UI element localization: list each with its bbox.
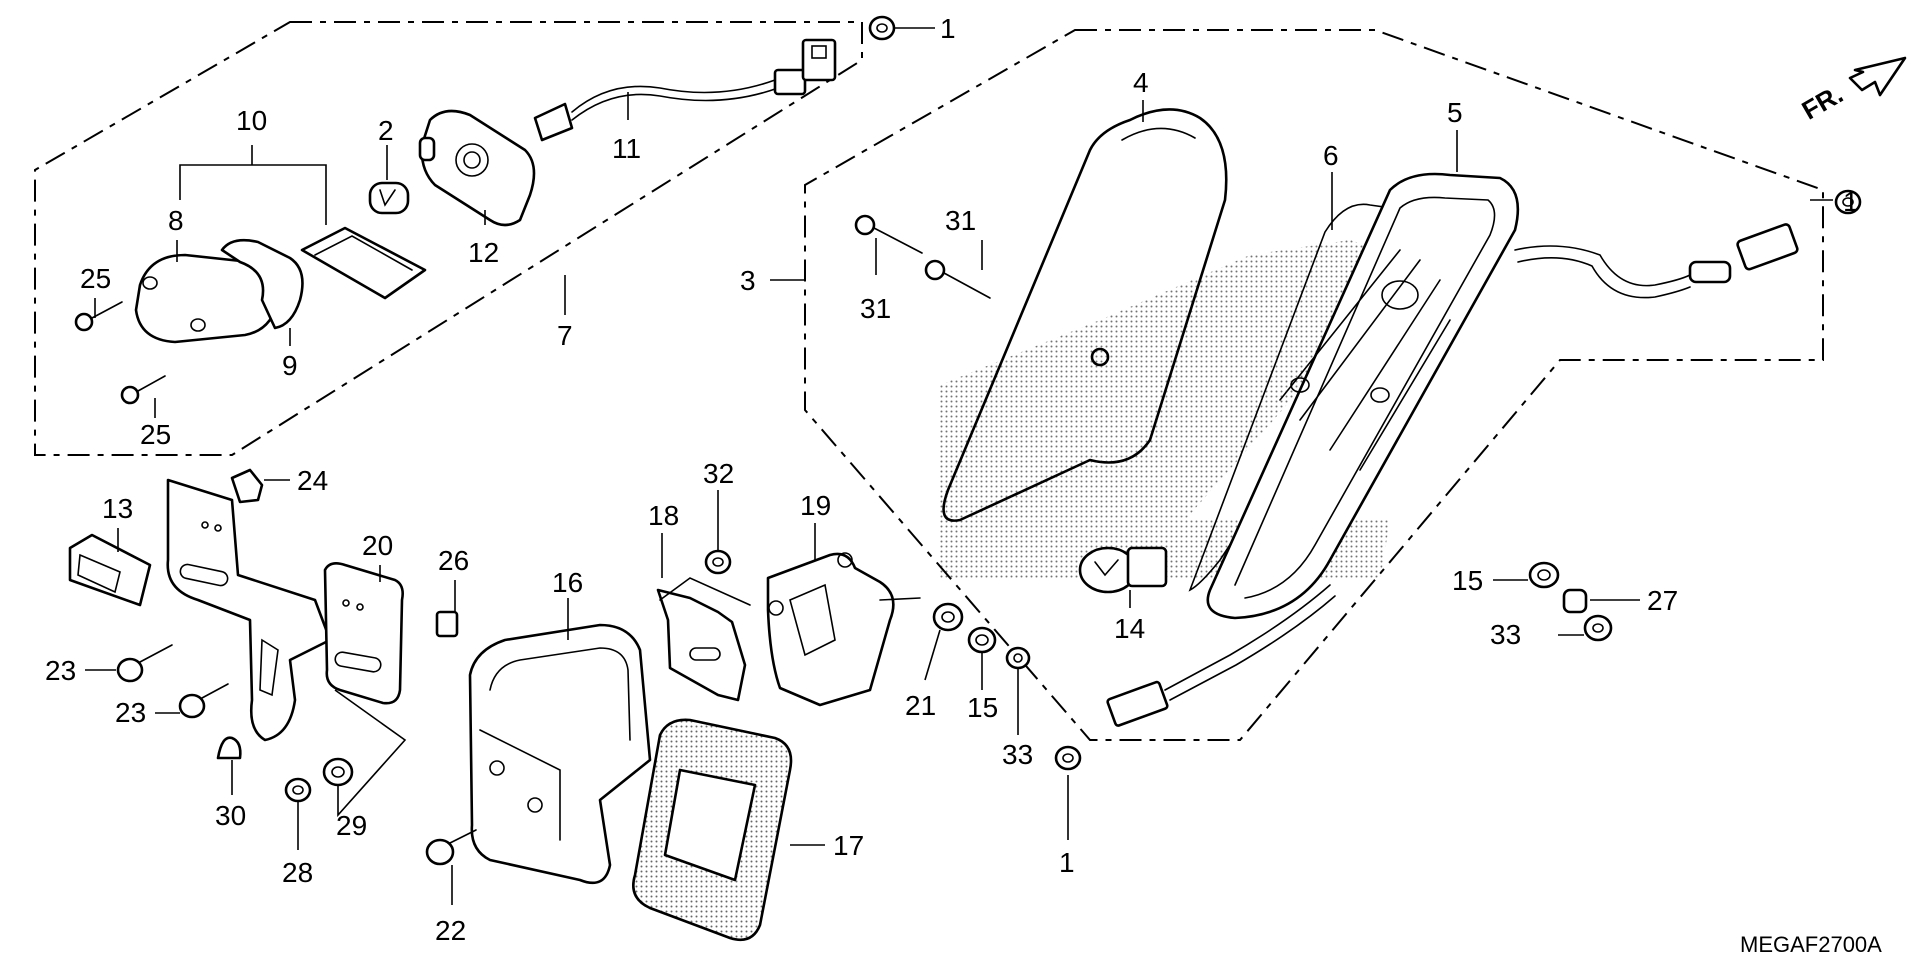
side-reflector-part-13: [68, 533, 152, 607]
nut-part-27: [1562, 588, 1588, 614]
collar-part-15-right: [1528, 561, 1560, 589]
bolt-part-23-lower: [178, 683, 229, 719]
callout-7: 7: [557, 320, 573, 351]
grommet-part-1-top: [868, 15, 896, 41]
callout-1: 1: [1059, 847, 1075, 878]
callout-33: 33: [1490, 619, 1521, 650]
callout-25: 25: [140, 419, 171, 450]
front-direction-indicator: FR.: [1797, 56, 1907, 126]
callout-19: 19: [800, 490, 831, 521]
callout-15: 15: [967, 692, 998, 723]
callout-25: 25: [80, 263, 111, 294]
license-light-harness-part-11: [533, 38, 837, 142]
grommet-part-1-right: [1834, 189, 1862, 215]
callout-23: 23: [115, 697, 146, 728]
tail-light-assembly-boundary: [804, 29, 1824, 741]
bolt-part-22: [425, 829, 477, 866]
callout-26: 26: [438, 545, 469, 576]
callout-28: 28: [282, 857, 313, 888]
grommet-part-1-bottom: [1054, 745, 1082, 771]
callout-3: 3: [740, 265, 756, 296]
callout-1: 1: [1843, 186, 1859, 217]
diagram-part-code: MEGAF2700A: [1740, 932, 1882, 957]
callout-18: 18: [648, 500, 679, 531]
rivet-part-30: [216, 736, 242, 760]
callout-31: 31: [945, 205, 976, 236]
socket-housing-part-12: [418, 109, 536, 227]
reflector-plate: [300, 226, 427, 300]
nut-part-24: [230, 468, 264, 504]
leader-lines: [85, 27, 1833, 905]
callout-13: 13: [102, 493, 133, 524]
clip-nut-part-26: [435, 610, 459, 638]
stay-part-19: [766, 552, 921, 707]
callout-32: 32: [703, 458, 734, 489]
callout-8: 8: [168, 205, 184, 236]
nut-part-33-right: [1583, 614, 1613, 642]
callout-21: 21: [905, 690, 936, 721]
collar-part-28: [284, 777, 312, 803]
callout-20: 20: [362, 530, 393, 561]
tail-light-wire: [1106, 223, 1799, 727]
callout-14: 14: [1114, 613, 1145, 644]
stay-part-18: [656, 577, 751, 702]
front-arrow-icon: [1848, 56, 1907, 97]
screw-part-25-lower: [120, 375, 166, 405]
license-plate-bracket-part-20: [323, 562, 404, 705]
callout-10: 10: [236, 105, 267, 136]
license-bulb-part-2: [368, 181, 410, 215]
collar-part-32: [704, 549, 732, 575]
license-bracket-plate: [166, 478, 332, 742]
callout-16: 16: [552, 567, 583, 598]
license-light-assembly-boundary: [34, 21, 863, 456]
callout-30: 30: [215, 800, 246, 831]
lens-gasket-part-9: [220, 238, 304, 330]
callout-5: 5: [1447, 97, 1463, 128]
callout-9: 9: [282, 350, 298, 381]
direction-label: FR.: [1797, 79, 1848, 126]
screw-part-25-upper: [74, 301, 123, 332]
callout-17: 17: [833, 830, 864, 861]
collar-part-21: [932, 602, 964, 632]
callout-31: 31: [860, 293, 891, 324]
callout-11: 11: [612, 133, 641, 164]
callout-33: 33: [1002, 739, 1033, 770]
tail-light-housing-part-5: [1206, 172, 1520, 620]
callout-15: 15: [1452, 565, 1483, 596]
fender-seal-part-17: [632, 718, 793, 942]
callout-6: 6: [1323, 140, 1339, 171]
callout-labels: 1 2 7 8 9 10 11 12 25 25 3 4 5 6 31 31 1…: [45, 13, 1859, 946]
rear-fender-cover-part-16: [468, 623, 652, 885]
callout-1: 1: [940, 13, 956, 44]
callout-23: 23: [45, 655, 76, 686]
nut-part-33-middle: [1005, 646, 1031, 670]
screw-part-31-lower: [924, 259, 991, 299]
callout-12: 12: [468, 237, 499, 268]
callout-2: 2: [378, 115, 394, 146]
bolt-part-23-upper: [116, 644, 173, 683]
grommet-part-29: [322, 757, 354, 787]
screw-part-31-upper: [854, 214, 923, 254]
callout-29: 29: [336, 810, 367, 841]
callout-27: 27: [1647, 585, 1678, 616]
collar-part-15-middle: [967, 626, 997, 654]
tail-bulb-part-14: [1078, 546, 1168, 594]
lens-gasket-shading: [940, 240, 1395, 580]
callout-4: 4: [1133, 67, 1149, 98]
callout-24: 24: [297, 465, 328, 496]
callout-22: 22: [435, 915, 466, 946]
